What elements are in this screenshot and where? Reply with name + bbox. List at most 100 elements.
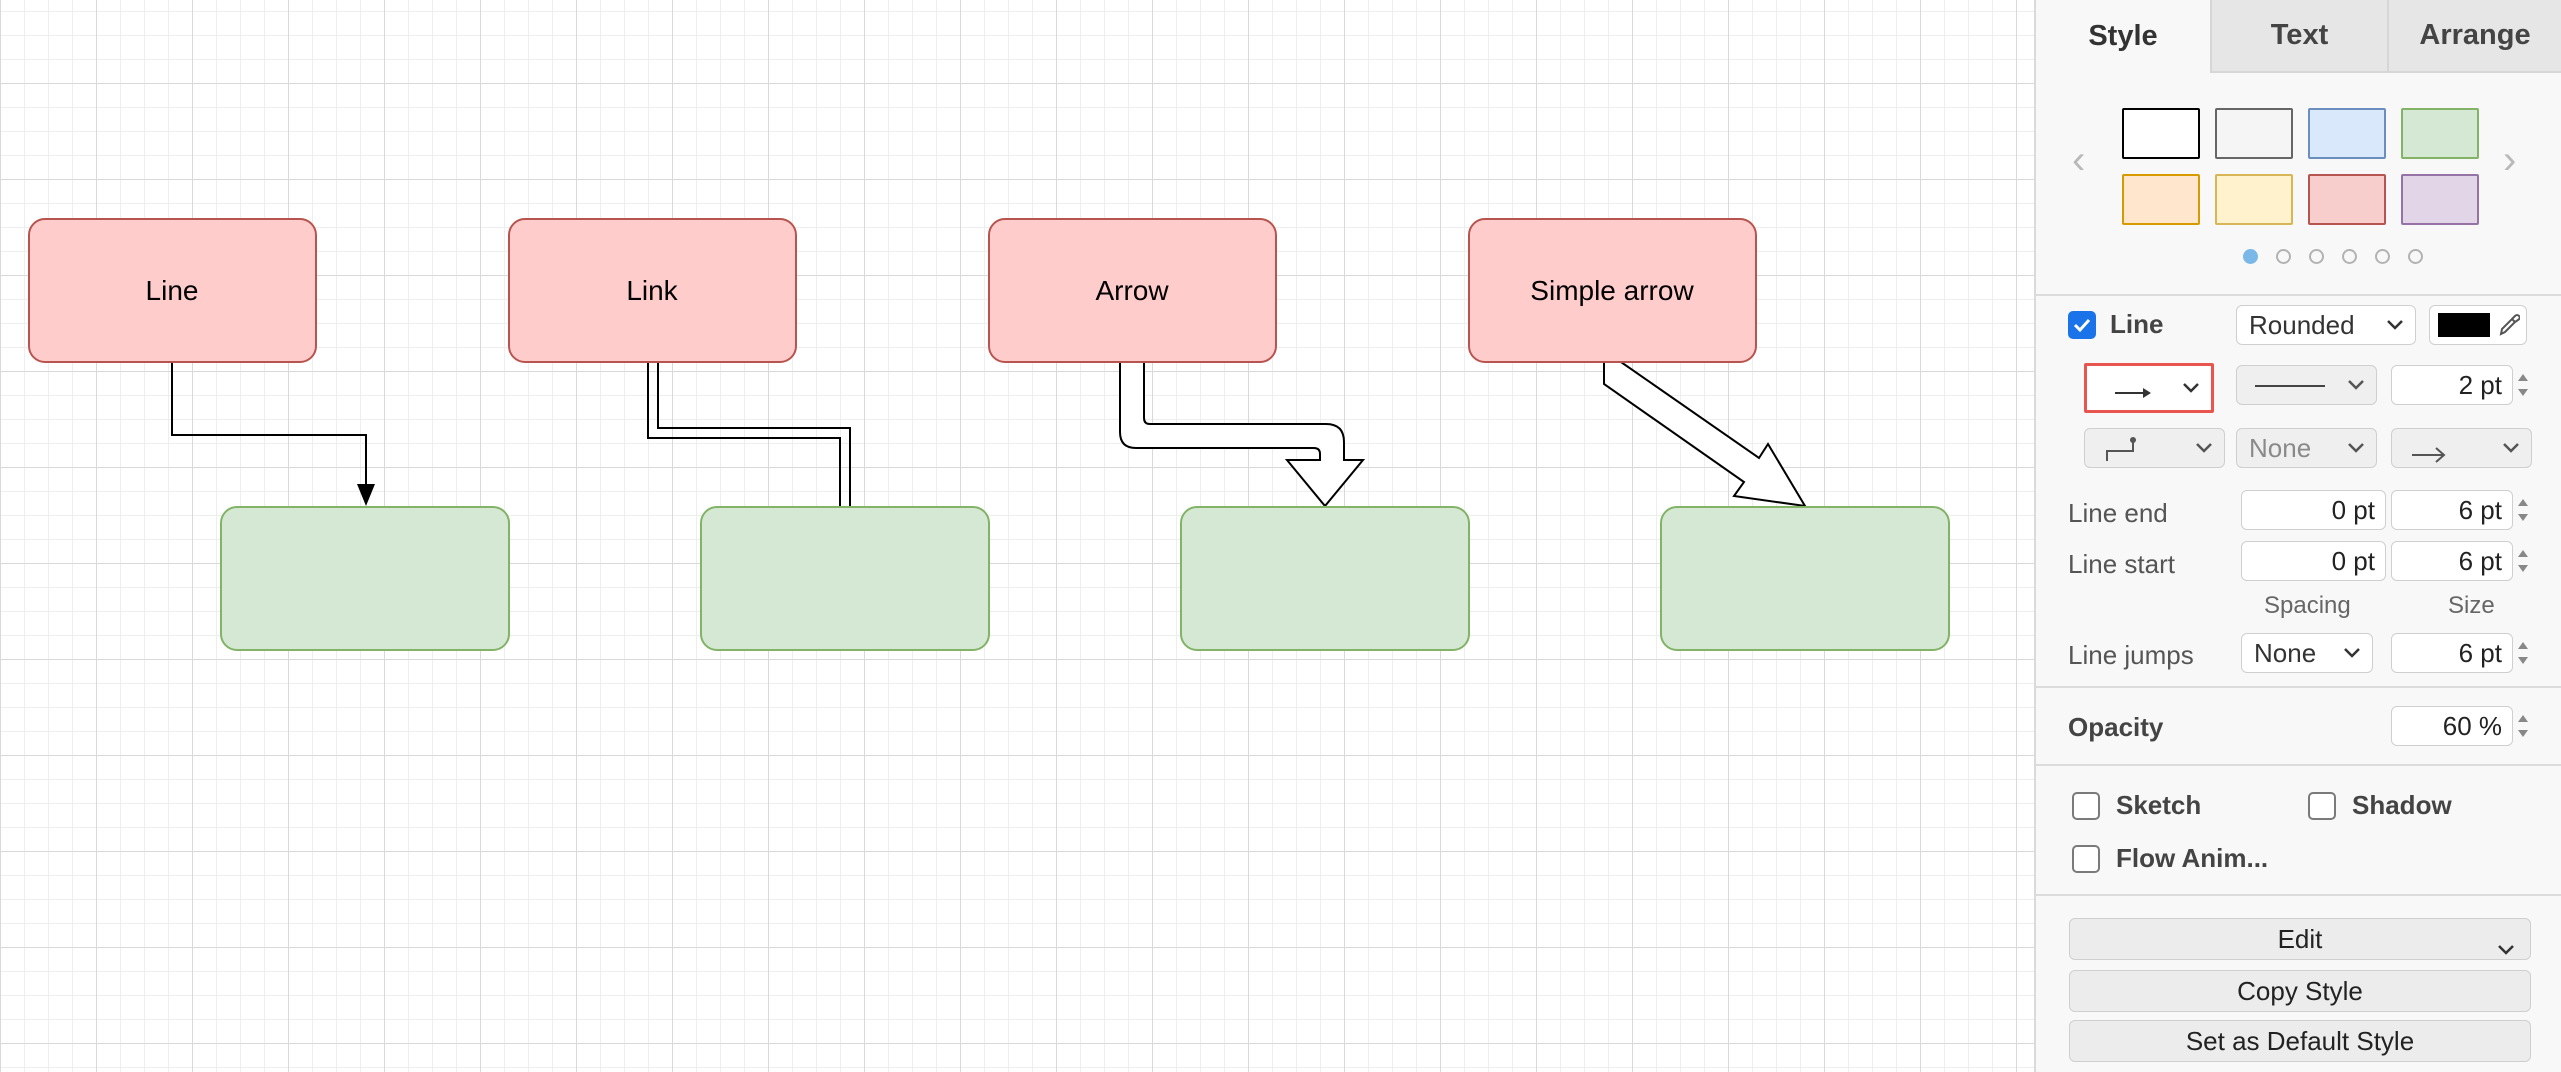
swatch-page-dot[interactable] <box>2375 249 2390 264</box>
line-start-spacing-input[interactable]: 0 pt <box>2241 541 2386 581</box>
divider <box>2036 294 2561 296</box>
line-checkbox[interactable] <box>2068 311 2096 339</box>
line-width-input[interactable]: 2 pt <box>2391 365 2513 405</box>
divider <box>2036 686 2561 688</box>
chevron-down-icon <box>2194 441 2214 455</box>
style-swatch[interactable] <box>2308 108 2386 159</box>
target-shape-1[interactable] <box>220 506 510 651</box>
chevron-down-icon <box>2342 646 2362 660</box>
format-panel: Style Text Arrange ‹ › Line Rounded <box>2034 0 2561 1072</box>
shape-simple-arrow-label: Simple arrow <box>1530 275 1694 306</box>
line-color-swatch <box>2438 313 2490 337</box>
swatch-page-dot[interactable] <box>2243 249 2258 264</box>
sketch-checkbox[interactable] <box>2072 792 2100 820</box>
connector-link[interactable] <box>647 362 851 508</box>
line-start-label: Line start <box>2068 549 2175 579</box>
shadow-label: Shadow <box>2352 790 2452 820</box>
edit-style-label: Edit <box>2277 923 2323 954</box>
style-swatch[interactable] <box>2401 174 2479 225</box>
connector-simple-arrow[interactable] <box>1603 361 1807 508</box>
target-shape-2[interactable] <box>700 506 990 651</box>
set-default-style-button[interactable]: Set as Default Style <box>2069 1020 2531 1062</box>
target-shape-4[interactable] <box>1660 506 1950 651</box>
chevron-left-icon[interactable]: ‹ <box>2072 138 2086 182</box>
chevron-down-icon <box>2496 933 2516 964</box>
diagram[interactable]: Line Link Arrow Simple arrow <box>0 0 2034 1072</box>
shadow-checkbox[interactable] <box>2308 792 2336 820</box>
target-shape-3[interactable] <box>1180 506 1470 651</box>
line-start-select[interactable]: None <box>2236 428 2377 468</box>
opacity-stepper[interactable] <box>2514 706 2532 746</box>
line-width-stepper[interactable] <box>2514 365 2532 405</box>
line-end-size-stepper[interactable] <box>2514 490 2532 530</box>
shape-link[interactable]: Link <box>508 218 797 363</box>
flow-animation-checkbox[interactable] <box>2072 845 2100 873</box>
style-swatch[interactable] <box>2401 108 2479 159</box>
eyedropper-icon[interactable] <box>2498 313 2521 344</box>
line-color-picker[interactable] <box>2429 305 2527 345</box>
divider <box>2036 764 2561 766</box>
shape-arrow[interactable]: Arrow <box>988 218 1277 363</box>
line-end-select[interactable] <box>2391 428 2532 468</box>
waypoints-select[interactable] <box>2084 428 2225 468</box>
tab-style[interactable]: Style <box>2036 0 2212 73</box>
style-swatch[interactable] <box>2122 108 2200 159</box>
shape-arrow-label: Arrow <box>1095 275 1169 306</box>
line-start-size-stepper[interactable] <box>2514 541 2532 581</box>
style-swatch[interactable] <box>2215 174 2293 225</box>
size-column-label: Size <box>2448 592 2495 619</box>
tab-style-label: Style <box>2088 20 2158 52</box>
line-label: Line <box>2110 309 2164 339</box>
pattern-select[interactable] <box>2236 365 2377 405</box>
style-swatch[interactable] <box>2215 108 2293 159</box>
solid-line-icon <box>2255 385 2325 387</box>
drawing-canvas[interactable]: Line Link Arrow Simple arrow <box>0 0 2034 1072</box>
line-end-size-input[interactable]: 6 pt <box>2391 490 2513 530</box>
swatch-page-dot[interactable] <box>2276 249 2291 264</box>
swatch-page-dot[interactable] <box>2342 249 2357 264</box>
tab-arrange[interactable]: Arrange <box>2387 0 2561 73</box>
edit-style-button[interactable]: Edit <box>2069 918 2531 960</box>
line-style-select[interactable]: Rounded <box>2236 305 2416 345</box>
line-start-size-input[interactable]: 6 pt <box>2391 541 2513 581</box>
tab-text[interactable]: Text <box>2212 0 2387 73</box>
line-jumps-size-stepper[interactable] <box>2514 633 2532 673</box>
chevron-down-icon <box>2501 441 2521 455</box>
connector-line[interactable] <box>171 362 375 506</box>
tab-text-label: Text <box>2270 19 2329 51</box>
line-start-value: None <box>2249 432 2312 463</box>
shape-line[interactable]: Line <box>28 218 317 363</box>
line-jumps-value: None <box>2254 637 2317 668</box>
line-style-value: Rounded <box>2249 309 2355 340</box>
line-jumps-size-input[interactable]: 6 pt <box>2391 633 2513 673</box>
sketch-label: Sketch <box>2116 790 2202 820</box>
shape-line-label: Line <box>146 275 199 306</box>
orthogonal-edge-icon <box>2103 435 2143 470</box>
arrow-right-icon <box>2410 440 2450 471</box>
opacity-input[interactable]: 60 % <box>2391 706 2513 746</box>
connector-type-select[interactable] <box>2084 363 2214 413</box>
tab-arrange-label: Arrange <box>2419 19 2531 51</box>
line-end-spacing-input[interactable]: 0 pt <box>2241 490 2386 530</box>
chevron-down-icon <box>2181 381 2201 395</box>
spacing-column-label: Spacing <box>2264 592 2351 619</box>
format-tabs: Style Text Arrange <box>2036 0 2561 73</box>
style-swatch[interactable] <box>2308 174 2386 225</box>
chevron-down-icon <box>2385 318 2405 332</box>
divider <box>2036 894 2561 896</box>
chevron-right-icon[interactable]: › <box>2503 138 2517 182</box>
line-jumps-label: Line jumps <box>2068 640 2194 670</box>
chevron-down-icon <box>2346 441 2366 455</box>
copy-style-button[interactable]: Copy Style <box>2069 970 2531 1012</box>
shape-simple-arrow[interactable]: Simple arrow <box>1468 218 1757 363</box>
line-end-label: Line end <box>2068 498 2168 528</box>
style-swatch[interactable] <box>2122 174 2200 225</box>
connector-arrow[interactable] <box>1119 361 1366 508</box>
swatch-page-dot[interactable] <box>2309 249 2324 264</box>
line-jumps-select[interactable]: None <box>2241 633 2373 673</box>
shape-link-label: Link <box>626 275 678 306</box>
opacity-label: Opacity <box>2068 712 2164 742</box>
swatch-page-dot[interactable] <box>2408 249 2423 264</box>
arrow-right-icon <box>2113 377 2153 408</box>
chevron-down-icon <box>2346 378 2366 392</box>
